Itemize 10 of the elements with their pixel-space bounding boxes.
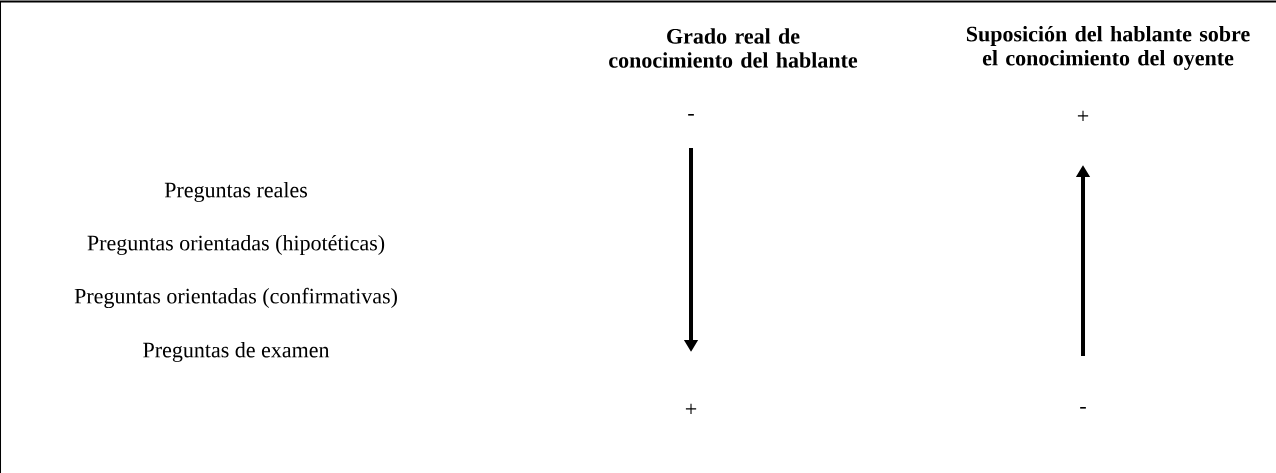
- scale-sign: +: [1077, 110, 1089, 122]
- question-type: Preguntas orientadas (hipotéticas): [87, 234, 385, 255]
- column-header: Suposición del hablante sobre el conocimiento del oyente: [966, 25, 1250, 70]
- question-type: Preguntas orientadas (confirmativas): [74, 287, 397, 309]
- column-header: Grado real de conocimiento del hablante: [609, 28, 858, 68]
- scale-sign: -: [688, 114, 694, 116]
- scale-sign: -: [1080, 407, 1086, 409]
- question-type: Preguntas de examen: [143, 342, 330, 362]
- scale-sign: +: [685, 403, 697, 414]
- question-type: Preguntas reales: [164, 182, 307, 202]
